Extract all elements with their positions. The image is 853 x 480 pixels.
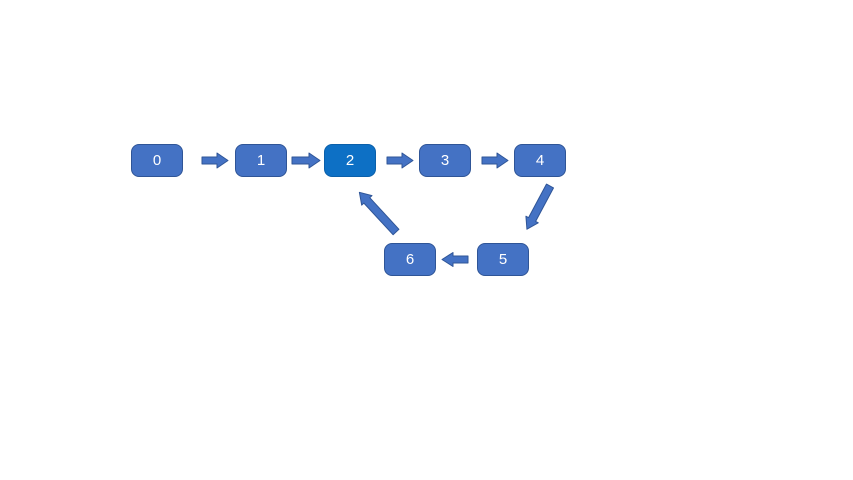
node-0: 0 bbox=[131, 144, 183, 177]
arrow-6-to-2 bbox=[358, 191, 400, 236]
arrow-5-to-6 bbox=[441, 252, 469, 267]
node-5: 5 bbox=[477, 243, 529, 276]
arrow-0-to-1 bbox=[201, 152, 229, 169]
arrow-1-to-2 bbox=[291, 152, 321, 169]
node-1: 1 bbox=[235, 144, 287, 177]
node-4: 4 bbox=[514, 144, 566, 177]
node-6: 6 bbox=[384, 243, 436, 276]
node-3: 3 bbox=[419, 144, 471, 177]
arrow-2-to-3 bbox=[386, 152, 414, 169]
arrow-4-to-5 bbox=[525, 183, 555, 230]
arrow-3-to-4 bbox=[481, 152, 509, 169]
node-2: 2 bbox=[324, 144, 376, 177]
